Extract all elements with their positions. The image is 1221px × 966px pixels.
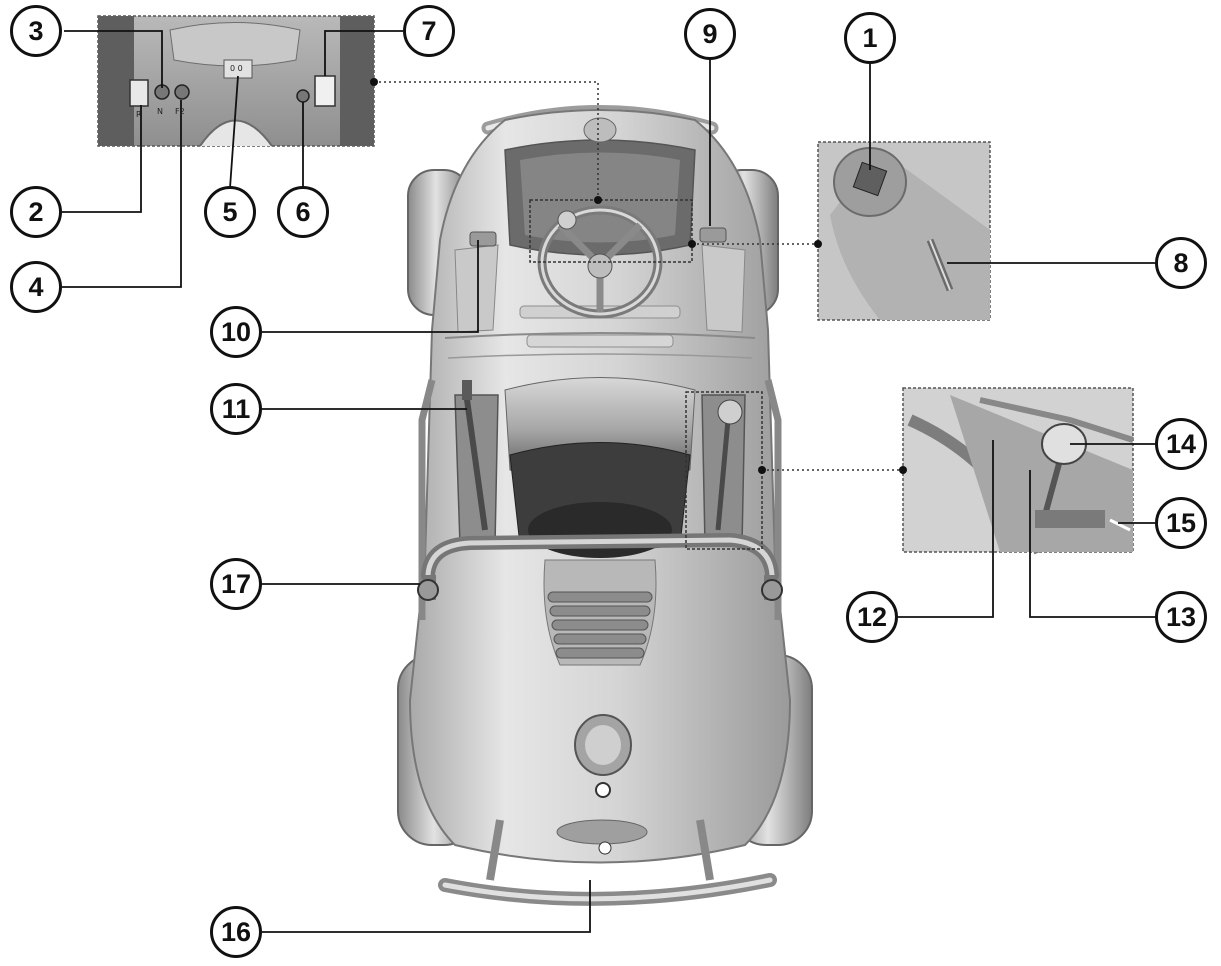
callout-5: 5 (204, 186, 256, 238)
callout-4: 4 (10, 261, 62, 313)
callout-11: 11 (210, 383, 262, 435)
callout-12: 12 (846, 591, 898, 643)
panel-label-r: R (136, 110, 142, 119)
kart-illustration (397, 105, 813, 906)
callout-17: 17 (210, 558, 262, 610)
inset-connectors (374, 81, 903, 471)
callout-16: 16 (210, 906, 262, 958)
inset-dashboard (97, 15, 375, 147)
callout-2: 2 (10, 186, 62, 238)
callout-14: 14 (1155, 418, 1207, 470)
panel-label-f2: F2 (175, 107, 185, 116)
callout-10: 10 (210, 306, 262, 358)
callout-8: 8 (1155, 237, 1207, 289)
callout-9: 9 (684, 8, 736, 60)
callout-13: 13 (1155, 591, 1207, 643)
inset-side-closeup (817, 141, 991, 321)
steering-wheel (537, 205, 663, 319)
seat (504, 377, 696, 558)
callout-15: 15 (1155, 497, 1207, 549)
callout-1: 1 (844, 12, 896, 64)
inset-brake-closeup (902, 387, 1134, 555)
zoom-box-dashboard (529, 199, 693, 263)
callout-6: 6 (277, 186, 329, 238)
panel-label-n: N (157, 107, 163, 116)
panel-label-gauge: 0 0 (230, 64, 243, 73)
engine-vents (547, 591, 653, 659)
callout-7: 7 (403, 5, 455, 57)
zoom-box-side-pocket (685, 391, 763, 550)
callout-3: 3 (10, 5, 62, 57)
leader-lines (62, 30, 1155, 933)
